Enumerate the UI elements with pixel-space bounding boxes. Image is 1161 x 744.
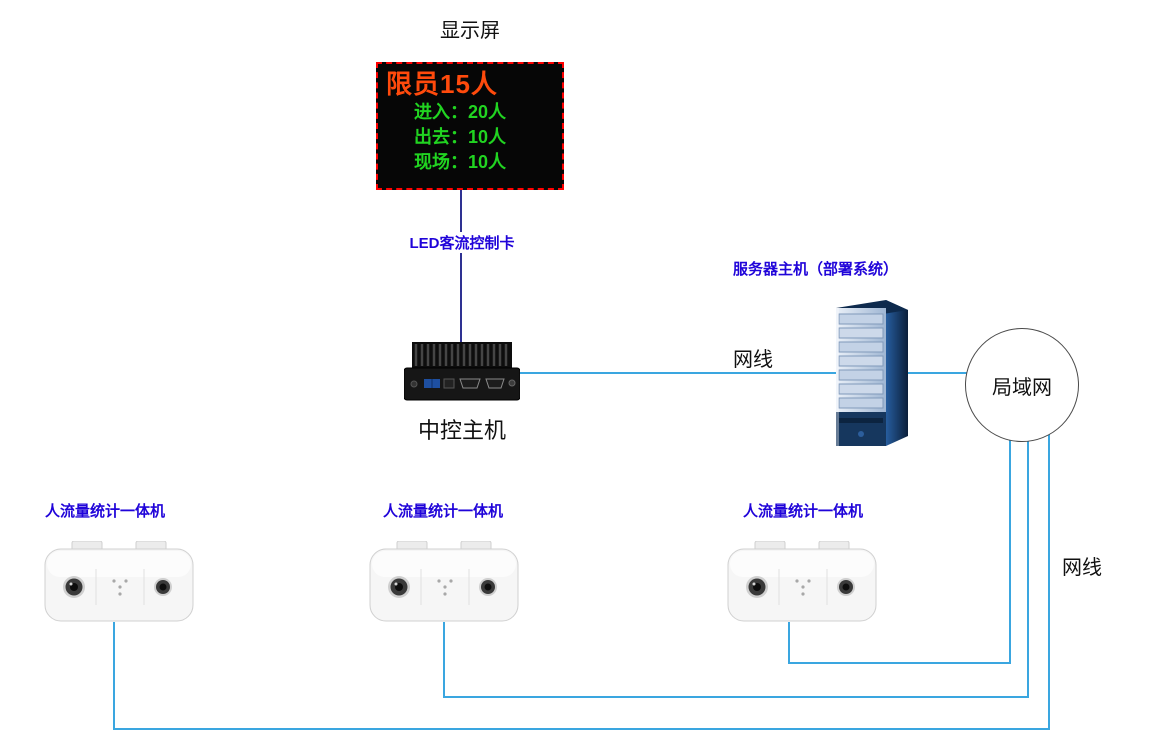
- display-title: 显示屏: [440, 20, 500, 42]
- camera-label-2: 人流量统计一体机: [382, 503, 503, 520]
- led-row-enter: 进入：20人: [414, 102, 507, 122]
- camera-label-1: 人流量统计一体机: [44, 503, 165, 520]
- connector-camera2-drop: [443, 622, 445, 698]
- camera-device-illustration: [44, 541, 194, 622]
- led-row-exit: 出去：10人: [414, 127, 507, 147]
- connector-display-to-host: [460, 190, 462, 343]
- led-display-panel: 限员15人 进入：20人 出去：10人 现场：10人: [376, 62, 564, 190]
- server-tower-illustration: [836, 300, 908, 446]
- led-card-label: LED客流控制卡: [382, 232, 542, 253]
- camera-label-3: 人流量统计一体机: [742, 503, 863, 520]
- connector-camera2-rise: [1027, 400, 1029, 698]
- mini-pc-illustration: [404, 342, 520, 401]
- cable-label-middle: 网线: [733, 349, 773, 371]
- server-label: 服务器主机（部署系统）: [733, 261, 899, 278]
- connector-camera3-drop: [788, 622, 790, 664]
- server-device: [828, 296, 916, 450]
- camera-device-2: [369, 541, 519, 625]
- camera-device-1: [44, 541, 194, 625]
- lan-node: 局域网: [965, 328, 1079, 442]
- central-host-device: [404, 340, 520, 402]
- camera-device-3: [727, 541, 877, 625]
- connector-camera3-rise: [1009, 400, 1011, 664]
- led-row-onsite: 现场：10人: [414, 152, 507, 172]
- connector-camera2-run: [443, 696, 1029, 698]
- camera-device-illustration: [727, 541, 877, 622]
- camera-device-illustration: [369, 541, 519, 622]
- connector-camera1-run: [113, 728, 1050, 730]
- led-limit-text: 限员15人: [386, 69, 498, 99]
- cable-label-right: 网线: [1062, 557, 1102, 579]
- connector-camera1-rise: [1048, 400, 1050, 730]
- central-host-label: 中控主机: [417, 418, 506, 443]
- connector-camera3-run: [788, 662, 1011, 664]
- connector-camera1-drop: [113, 622, 115, 730]
- lan-label: 局域网: [992, 376, 1052, 399]
- connector-host-to-lan: [519, 372, 967, 374]
